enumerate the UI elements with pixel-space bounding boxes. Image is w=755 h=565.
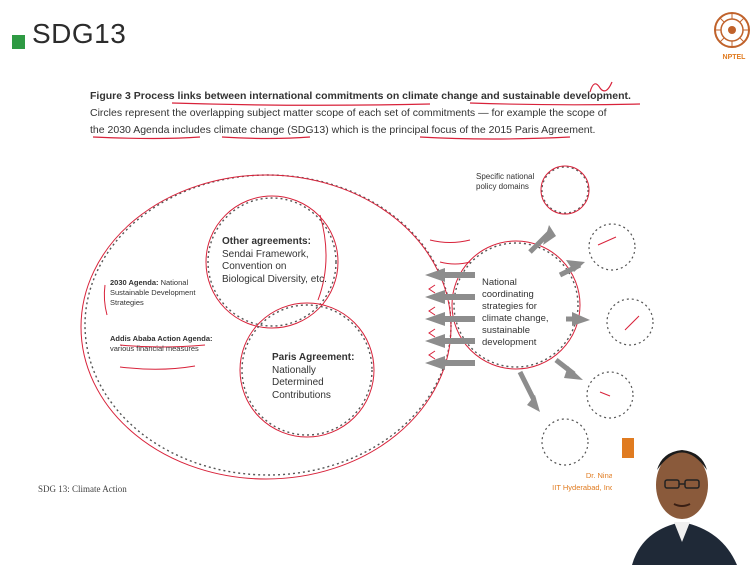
policy-circle-annotations [540, 165, 640, 397]
policy-domains-label: Specific national policy domains [476, 172, 535, 191]
presenter-video [612, 430, 755, 565]
caption-annotations [92, 81, 641, 140]
institute-logo-icon [622, 438, 634, 458]
outer-circle [84, 174, 452, 476]
other-agreements-annotation [205, 195, 339, 329]
title-marker [12, 35, 25, 49]
national-strategies-label: National coordinating strategies for cli… [482, 277, 549, 348]
other-agreements-circle [207, 197, 337, 327]
national-strategies-circle [453, 242, 579, 368]
national-strategies-annotation [451, 240, 581, 370]
logo-label: NPTEL [722, 54, 746, 61]
outer-circle-annotation [80, 174, 452, 480]
slide-title: SDG13 [32, 18, 127, 49]
caption-line-2: Circles represent the overlapping subjec… [90, 107, 607, 119]
nptel-logo-icon [714, 12, 750, 48]
caption-bold: Figure 3 Process links between internati… [90, 90, 631, 102]
footer-instructor: Dr. Nina B IIT Hyderabad, India [552, 471, 620, 492]
label-annotations [103, 214, 327, 370]
addis-ababa-label: Addis Ababa Action Agenda: various finan… [110, 334, 213, 353]
agenda-2030-label: 2030 Agenda: National Sustainable Develo… [110, 278, 196, 307]
arrow-annotations [428, 239, 471, 360]
other-agreements-label: Other agreements: Sendai Framework, Conv… [222, 236, 327, 285]
paris-agreement-label: Paris Agreement: Nationally Determined C… [272, 352, 355, 401]
caption-line-3: the 2030 Agenda includes climate change … [90, 124, 596, 136]
inflow-arrows [425, 268, 475, 370]
paris-agreement-circle [241, 304, 373, 436]
footer-course-name: SDG 13: Climate Action [38, 484, 127, 494]
policy-domain-circles [541, 166, 654, 466]
paris-agreement-annotation [239, 302, 375, 438]
figure-caption: Figure 3 Process links between internati… [90, 88, 690, 139]
outflow-arrows [517, 225, 590, 412]
